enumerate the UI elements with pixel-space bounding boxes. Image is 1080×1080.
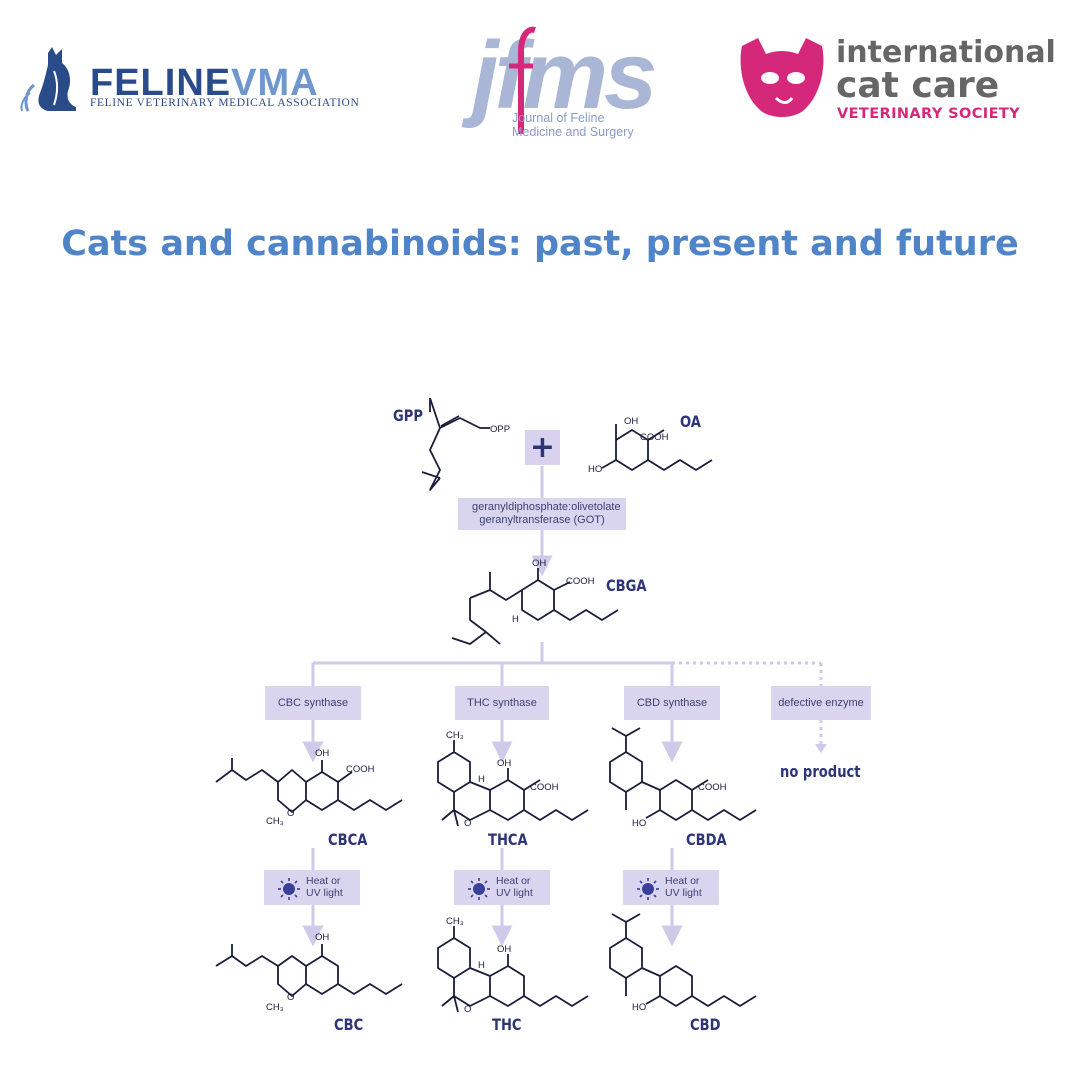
- thca-oh-atom: OH: [497, 758, 512, 769]
- no-product-label: no product: [780, 762, 861, 781]
- cbga-oh-atom: OH: [532, 558, 547, 569]
- cbc-ch3-atom: CH₃: [266, 1002, 284, 1013]
- oa-oh-atom: OH: [624, 416, 639, 427]
- gpp-label: GPP: [393, 406, 424, 425]
- oa-ho-atom: HO: [588, 464, 603, 475]
- thc-label: THC: [492, 1015, 522, 1034]
- cbd-label: CBD: [690, 1015, 721, 1034]
- heat-line2: UV light: [665, 887, 702, 899]
- cbga-structure: [451, 568, 619, 645]
- cbga-label: CBGA: [606, 576, 647, 595]
- icc-cat-face-logo-icon: [740, 38, 824, 117]
- feline-vma-cat-logo-icon: [20, 47, 76, 112]
- cbca-structure: [215, 758, 403, 813]
- heat-line1: Heat or: [306, 875, 341, 887]
- thc-oh-atom: OH: [497, 944, 512, 955]
- cbca-label: CBCA: [328, 830, 368, 849]
- cbda-label: CBDA: [686, 830, 727, 849]
- thca-h-atom: H: [478, 774, 485, 785]
- cbd-structure: [609, 913, 757, 1007]
- gpp-structure: [421, 397, 490, 491]
- defective-enzyme-box: defective enzyme: [771, 686, 871, 720]
- thc-structure: [437, 926, 589, 1013]
- jfms-pink-f-icon: [509, 26, 536, 134]
- opp-atom: OPP: [490, 424, 511, 435]
- cbc-oh-atom: OH: [315, 932, 330, 943]
- cbc-o-atom: O: [287, 992, 295, 1003]
- cbga-cooh-atom: COOH: [566, 576, 595, 587]
- thca-cooh-atom: COOH: [530, 782, 559, 793]
- oa-cooh-atom: COOH: [640, 432, 669, 443]
- thc-ch3-atom: CH₃: [446, 916, 464, 927]
- connector-lines: [302, 466, 683, 947]
- cbca-ch3-atom: CH₃: [266, 816, 284, 827]
- heat-line2: UV light: [496, 887, 533, 899]
- sun-icon: [637, 878, 659, 900]
- thca-structure: [437, 740, 589, 827]
- cbca-cooh-atom: COOH: [346, 764, 375, 775]
- got-enzyme-box: geranyldiphosphate:olivetolate geranyltr…: [458, 498, 626, 530]
- cbda-ho-atom: HO: [632, 818, 647, 829]
- sun-icon: [278, 878, 300, 900]
- defective-arrowhead: [815, 744, 827, 753]
- cbc-synthase-box: CBC synthase: [265, 686, 361, 720]
- page-title: Cats and cannabinoids: past, present and…: [61, 224, 1019, 264]
- cbc-structure: [215, 944, 403, 997]
- cbca-oh-atom: OH: [315, 748, 330, 759]
- cbca-o-atom: O: [287, 808, 295, 819]
- thca-ch3-atom: CH₃: [446, 730, 464, 741]
- thca-o-atom: O: [464, 818, 472, 829]
- icc-line1: international: [836, 35, 1056, 70]
- got-enzyme-text: geranyldiphosphate:olivetolate geranyltr…: [472, 501, 621, 526]
- cbga-h-atom: H: [512, 614, 519, 625]
- thc-synthase-box: THC synthase: [455, 686, 549, 720]
- cbc-label: CBC: [334, 1015, 364, 1034]
- feline-vma-subtitle: FELINE VETERINARY MEDICAL ASSOCIATION: [90, 97, 360, 109]
- defective-dotted-connector: [672, 661, 823, 750]
- icc-line2: cat care: [836, 65, 1000, 106]
- jfms-subtitle: Journal of Feline Medicine and Surgery: [512, 111, 634, 139]
- plus-box: +: [525, 430, 560, 465]
- cbda-cooh-atom: COOH: [698, 782, 727, 793]
- oa-label: OA: [680, 412, 701, 431]
- cbda-structure: [609, 727, 757, 821]
- heat-line1: Heat or: [496, 875, 531, 887]
- thca-label: THCA: [488, 830, 528, 849]
- cbd-synthase-box: CBD synthase: [624, 686, 720, 720]
- jfms-wordmark: jfms: [472, 22, 657, 129]
- icc-line3: VETERINARY SOCIETY: [837, 106, 1021, 122]
- cbd-ho-atom: HO: [632, 1002, 647, 1013]
- oa-structure: [601, 424, 713, 471]
- heat-line2: UV light: [306, 887, 343, 899]
- thc-h-atom: H: [478, 960, 485, 971]
- thc-o-atom: O: [464, 1004, 472, 1015]
- feline-vma-wordmark: FELINEVMA: [90, 62, 319, 104]
- heat-line1: Heat or: [665, 875, 700, 887]
- sun-icon: [468, 878, 490, 900]
